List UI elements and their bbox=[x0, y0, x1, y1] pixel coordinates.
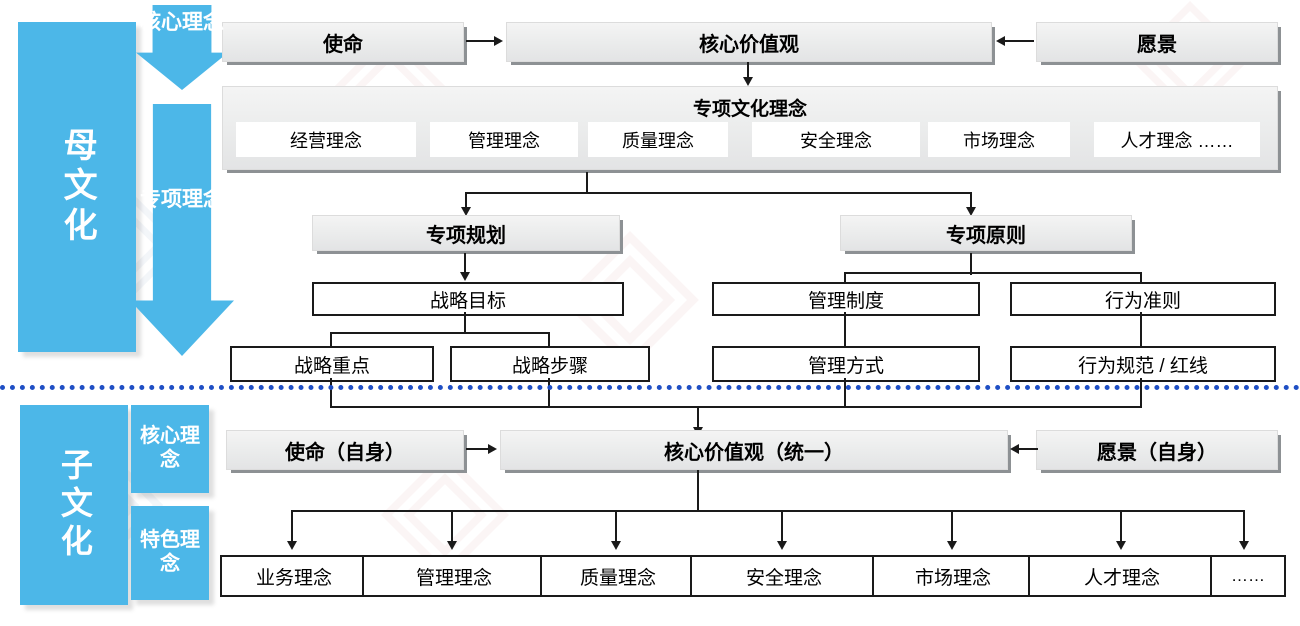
section-divider bbox=[0, 385, 1300, 390]
sub-concept-box[interactable]: 质量理念 bbox=[540, 555, 696, 597]
special-culture-item[interactable]: 质量理念 bbox=[588, 122, 728, 157]
connector-to-concept-3 bbox=[615, 510, 617, 544]
connector-branch-split bbox=[465, 192, 972, 194]
connector-sub-vision-to-core bbox=[1016, 448, 1038, 450]
sub-concept-box[interactable]: 人才理念 bbox=[1028, 555, 1216, 597]
parent-mission-box[interactable]: 使命 bbox=[222, 22, 464, 62]
connector-rule-to-norm bbox=[1140, 312, 1142, 346]
arrowhead-icon bbox=[461, 207, 471, 216]
special-culture-item[interactable]: 管理理念 bbox=[430, 122, 578, 157]
connector-to-principle bbox=[970, 192, 972, 210]
connector-mission-to-core bbox=[466, 40, 496, 42]
arrowhead-icon bbox=[287, 541, 297, 550]
parent-band-special-concept: 专项理念 bbox=[130, 104, 234, 356]
connector-mgmt-to-method bbox=[844, 312, 846, 346]
strategic-goal-box[interactable]: 战略目标 bbox=[312, 282, 624, 316]
arrowhead-icon bbox=[1239, 541, 1249, 550]
arrowhead-icon bbox=[947, 541, 957, 550]
connector-converge-down bbox=[697, 406, 699, 430]
connector-steps-down bbox=[548, 378, 550, 408]
sub-concept-box[interactable]: 业务理念 bbox=[220, 555, 368, 597]
connector-goal-split bbox=[330, 332, 550, 334]
special-plan-box[interactable]: 专项规划 bbox=[312, 215, 620, 251]
connector-to-behavior-rule bbox=[1140, 272, 1142, 284]
connector-to-focus bbox=[330, 332, 332, 348]
sub-mission-box[interactable]: 使命（自身） bbox=[226, 430, 464, 470]
connector-to-concept-7 bbox=[1243, 510, 1245, 544]
connector-goal-down bbox=[464, 312, 466, 334]
strategic-focus-box[interactable]: 战略重点 bbox=[230, 346, 434, 382]
sub-concept-box[interactable]: 安全理念 bbox=[690, 555, 878, 597]
strategic-steps-box[interactable]: 战略步骤 bbox=[450, 346, 650, 382]
sub-concept-box[interactable]: 市场理念 bbox=[872, 555, 1034, 597]
parent-core-values-box[interactable]: 核心价值观 bbox=[506, 22, 992, 62]
arrowhead-icon bbox=[488, 444, 497, 454]
sub-band-feature-concept: 特色理念 bbox=[131, 506, 209, 600]
parent-vision-box[interactable]: 愿景 bbox=[1036, 22, 1278, 62]
special-culture-title: 专项文化理念 bbox=[692, 99, 807, 120]
parent-culture-side-label: 母文化 bbox=[18, 22, 136, 352]
sub-concept-box[interactable]: 管理理念 bbox=[362, 555, 546, 597]
connector-focus-down bbox=[330, 378, 332, 408]
sub-band-core-concept: 核心理念 bbox=[131, 405, 209, 493]
connector-to-plan bbox=[465, 192, 467, 210]
management-method-box[interactable]: 管理方式 bbox=[712, 346, 980, 382]
arrowhead-icon bbox=[1116, 541, 1126, 550]
connector-converge-bar bbox=[330, 406, 1142, 408]
sub-core-values-box[interactable]: 核心价值观（统一） bbox=[500, 430, 1008, 470]
sub-culture-side-label: 子文化 bbox=[20, 405, 128, 605]
down-arrow-icon bbox=[136, 5, 228, 90]
connector-plan-to-goal bbox=[464, 253, 466, 275]
connector-vision-to-core bbox=[1002, 40, 1034, 42]
sub-vision-box[interactable]: 愿景（自身） bbox=[1036, 430, 1278, 470]
management-system-box[interactable]: 管理制度 bbox=[712, 282, 980, 316]
behavior-norm-box[interactable]: 行为规范 / 红线 bbox=[1010, 346, 1276, 382]
special-culture-item[interactable]: 安全理念 bbox=[752, 122, 920, 157]
connector-to-mgmt-system bbox=[844, 272, 846, 284]
connector-band-down bbox=[586, 172, 588, 194]
connector-principle-down bbox=[970, 253, 972, 275]
arrowhead-icon bbox=[494, 36, 503, 46]
behavior-rule-box[interactable]: 行为准则 bbox=[1010, 282, 1276, 316]
special-principle-box[interactable]: 专项原则 bbox=[840, 215, 1132, 251]
special-culture-item[interactable]: 人才理念 …… bbox=[1094, 122, 1260, 157]
arrowhead-icon bbox=[611, 541, 621, 550]
connector-sub-mission-to-core bbox=[466, 448, 490, 450]
connector-to-concept-6 bbox=[1120, 510, 1122, 544]
arrowhead-icon bbox=[743, 77, 753, 86]
connector-to-concept-1 bbox=[291, 510, 293, 544]
special-culture-item[interactable]: 市场理念 bbox=[928, 122, 1070, 157]
arrowhead-icon bbox=[1010, 444, 1019, 454]
connector-to-concept-5 bbox=[951, 510, 953, 544]
parent-band-core-concept: 核心理念 bbox=[136, 5, 228, 90]
arrowhead-icon bbox=[447, 541, 457, 550]
connector-method-down bbox=[844, 378, 846, 408]
connector-concept-fanout-bar bbox=[291, 510, 1244, 512]
connector-principle-split bbox=[844, 272, 1142, 274]
connector-to-concept-2 bbox=[451, 510, 453, 544]
connector-to-steps bbox=[548, 332, 550, 348]
arrowhead-icon bbox=[460, 272, 470, 281]
connector-core-to-special-band bbox=[747, 62, 749, 80]
connector-sub-core-down bbox=[697, 470, 699, 512]
connector-to-concept-4 bbox=[781, 510, 783, 544]
sub-concept-box[interactable]: …… bbox=[1210, 555, 1286, 597]
down-arrow-icon bbox=[130, 104, 234, 356]
arrowhead-icon bbox=[966, 207, 976, 216]
arrowhead-icon bbox=[996, 36, 1005, 46]
special-culture-item[interactable]: 经营理念 bbox=[236, 122, 416, 157]
arrowhead-icon bbox=[777, 541, 787, 550]
connector-norm-down bbox=[1140, 378, 1142, 408]
